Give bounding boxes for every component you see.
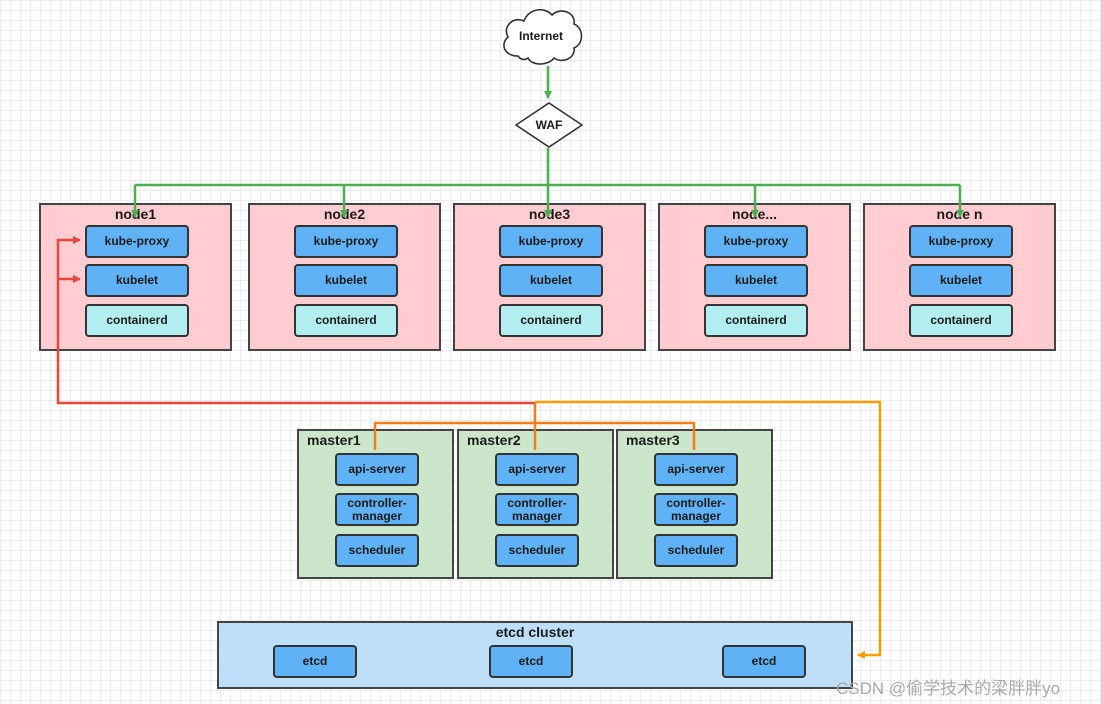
internet-cloud: Internet	[498, 4, 584, 68]
internet-label: Internet	[518, 29, 563, 43]
kube-proxy-component: kube-proxy	[294, 225, 398, 258]
master-box-2: master2 api-server controller-manager sc…	[457, 429, 614, 579]
master-title: master2	[467, 432, 521, 448]
node-title: node n	[936, 206, 983, 222]
master-box-1: master1 api-server controller-manager sc…	[297, 429, 454, 579]
kubelet-component: kubelet	[909, 264, 1013, 297]
kube-proxy-component: kube-proxy	[909, 225, 1013, 258]
containerd-component: containerd	[704, 304, 808, 337]
node-box-4: node... kube-proxy kubelet containerd	[658, 203, 851, 351]
api-server-component: api-server	[495, 453, 579, 486]
kube-proxy-component: kube-proxy	[499, 225, 603, 258]
watermark: CSDN @偷学技术的梁胖胖yo	[836, 679, 1061, 698]
etcd-member: etcd	[489, 645, 573, 678]
kubelet-component: kubelet	[499, 264, 603, 297]
etcd-cluster-box: etcd cluster etcd etcd etcd	[217, 621, 853, 689]
waf-to-nodes-link	[135, 148, 960, 187]
controller-manager-component: controller-manager	[654, 493, 738, 526]
kube-proxy-component: kube-proxy	[704, 225, 808, 258]
cloud-icon	[503, 8, 583, 65]
diamond-shape	[514, 102, 584, 148]
kubelet-component: kubelet	[704, 264, 808, 297]
master-title: master1	[307, 432, 361, 448]
etcd-cluster-title: etcd cluster	[495, 624, 575, 640]
node-box-5: node n kube-proxy kubelet containerd	[863, 203, 1056, 351]
api-server-component: api-server	[654, 453, 738, 486]
etcd-member: etcd	[722, 645, 806, 678]
node-title: node3	[528, 206, 571, 222]
node-box-2: node2 kube-proxy kubelet containerd	[248, 203, 441, 351]
waf-label: WAF	[535, 118, 563, 132]
kube-proxy-component: kube-proxy	[85, 225, 189, 258]
containerd-component: containerd	[294, 304, 398, 337]
scheduler-component: scheduler	[495, 534, 579, 567]
waf-diamond: WAF	[514, 102, 584, 148]
controller-manager-component: controller-manager	[495, 493, 579, 526]
master-box-3: master3 api-server controller-manager sc…	[616, 429, 773, 579]
node-title: node1	[114, 206, 157, 222]
kubelet-component: kubelet	[294, 264, 398, 297]
containerd-component: containerd	[85, 304, 189, 337]
node-box-1: node1 kube-proxy kubelet containerd	[39, 203, 232, 351]
master-title: master3	[626, 432, 680, 448]
kubelet-component: kubelet	[85, 264, 189, 297]
node-title: node2	[323, 206, 366, 222]
scheduler-component: scheduler	[335, 534, 419, 567]
node-title: node...	[731, 206, 778, 222]
etcd-member: etcd	[273, 645, 357, 678]
controller-manager-component: controller-manager	[335, 493, 419, 526]
scheduler-component: scheduler	[654, 534, 738, 567]
node-box-3: node3 kube-proxy kubelet containerd	[453, 203, 646, 351]
api-server-component: api-server	[335, 453, 419, 486]
containerd-component: containerd	[499, 304, 603, 337]
containerd-component: containerd	[909, 304, 1013, 337]
